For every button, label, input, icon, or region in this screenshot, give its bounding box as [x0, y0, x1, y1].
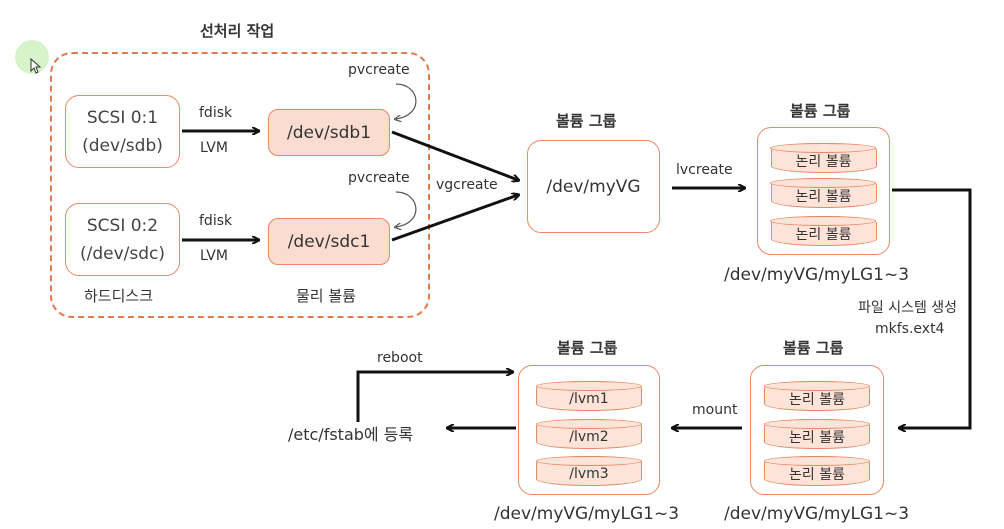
hard-disk-label: 하드디스크 — [84, 287, 154, 305]
disk-sdc-line2: (/dev/sdc) — [79, 243, 166, 264]
vg-mount-caption: /dev/myVG/myLG1~3 — [494, 504, 680, 524]
vg-lv-bottom-caption: /dev/myVG/myLG1~3 — [724, 504, 910, 524]
lv-top-3: 논리 볼륨 — [770, 215, 877, 246]
vg-mount-title: 볼륨 그룹 — [557, 339, 618, 357]
vg-lv-bottom-box: 논리 볼륨 논리 볼륨 논리 볼륨 — [750, 365, 884, 495]
lvcreate-label: lvcreate — [676, 162, 733, 178]
arrow-reboot — [356, 372, 512, 422]
mount-lvm2: /lvm2 — [535, 418, 642, 449]
vg-box: /dev/myVG — [527, 140, 660, 233]
lv-bottom-2: 논리 볼륨 — [763, 418, 870, 449]
vg-lv-bottom-title: 볼륨 그룹 — [783, 339, 844, 357]
fs-create-line2: mkfs.ext4 — [875, 321, 945, 337]
vg-lv-top-box: 논리 볼륨 논리 볼륨 논리 볼륨 — [757, 127, 890, 255]
mount-label: mount — [692, 402, 738, 418]
disk-sdb-line1: SCSI 0:1 — [86, 107, 159, 128]
fs-create-line1: 파일 시스템 생성 — [858, 300, 958, 316]
vgcreate-label: vgcreate — [436, 177, 498, 193]
arrow-vg-1 — [391, 130, 518, 180]
loop-pvcreate-1 — [396, 83, 417, 119]
lvm-label-1: LVM — [200, 140, 228, 156]
reboot-label: reboot — [377, 350, 423, 366]
physical-volume-label: 물리 볼륨 — [296, 287, 356, 305]
disk-sdb: SCSI 0:1 (dev/sdb) — [65, 95, 180, 168]
lv-bottom-1: 논리 볼륨 — [763, 380, 870, 411]
vg-title: 볼륨 그룹 — [556, 112, 617, 130]
fstab-label: /etc/fstab에 등록 — [288, 425, 414, 444]
fdisk-label-1: fdisk — [199, 105, 233, 121]
vg-mount-box: /lvm1 /lvm2 /lvm3 — [518, 365, 660, 495]
lv-top-2: 논리 볼륨 — [770, 177, 877, 208]
pvcreate-label-2: pvcreate — [348, 170, 410, 186]
lv-top-1: 논리 볼륨 — [770, 142, 877, 173]
pre-work-title: 선처리 작업 — [200, 22, 275, 40]
disk-sdc: SCSI 0:2 (/dev/sdc) — [65, 203, 180, 276]
pvcreate-label-1: pvcreate — [348, 62, 410, 78]
disk-sdc-line1: SCSI 0:2 — [86, 215, 159, 236]
vg-lv-top-caption: /dev/myVG/myLG1~3 — [724, 265, 910, 285]
pre-work-region — [50, 52, 430, 318]
fdisk-label-2: fdisk — [199, 213, 233, 229]
loop-pvcreate-2 — [396, 191, 417, 227]
lv-bottom-3: 논리 볼륨 — [763, 455, 870, 486]
arrow-vg-2 — [391, 195, 518, 242]
mount-lvm3: /lvm3 — [535, 455, 642, 486]
pv-sdc1: /dev/sdc1 — [268, 218, 390, 265]
mount-lvm1: /lvm1 — [535, 380, 642, 411]
lvm-label-2: LVM — [200, 248, 228, 264]
disk-sdb-line2: (dev/sdb) — [82, 135, 163, 156]
pv-sdb1: /dev/sdb1 — [268, 109, 390, 156]
arrow-mkfs — [892, 188, 972, 428]
vg-lv-top-title: 볼륨 그룹 — [790, 102, 851, 120]
mouse-pointer-icon — [30, 58, 42, 74]
